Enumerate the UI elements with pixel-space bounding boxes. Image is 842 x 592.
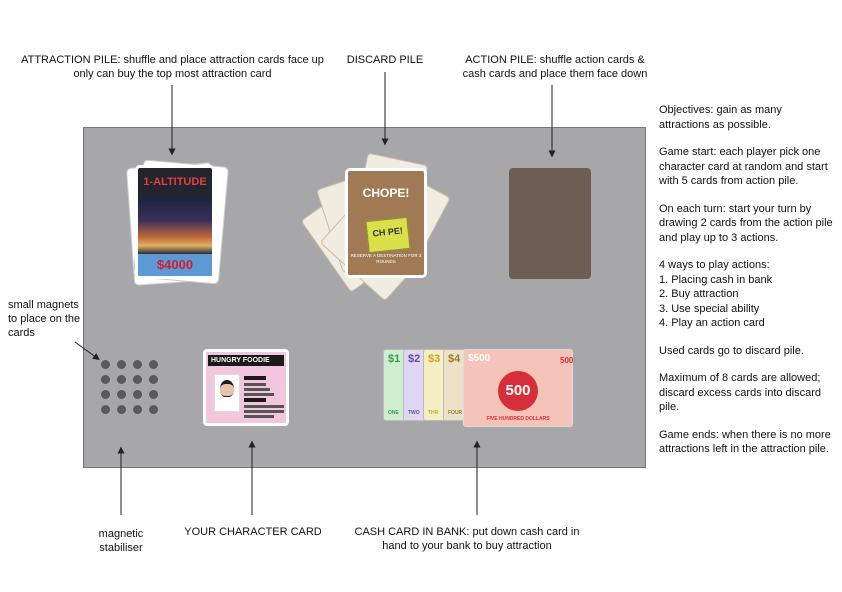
way-item: 4. Play an action card: [659, 317, 765, 329]
cash-card-value: $4: [448, 353, 461, 365]
magnet: [133, 390, 142, 399]
magnet: [101, 405, 110, 414]
character-card-label: YOUR CHARACTER CARD: [184, 526, 322, 538]
magnet: [149, 375, 158, 384]
magnet: [133, 405, 142, 414]
character-card[interactable]: HUNGRY FOODIE: [203, 349, 289, 426]
text-line: [244, 405, 284, 408]
cash-card-word: THR: [428, 410, 439, 416]
text-line: [244, 393, 274, 396]
arrow-magnets: [74, 341, 100, 361]
used-cards-text: Used cards go to discard pile.: [659, 344, 804, 357]
magnet: [117, 375, 126, 384]
discard-card-footer: RESERVE A DESTINATION FOR 3 ROUNDS: [350, 253, 422, 264]
magnet: [117, 360, 126, 369]
action-pile-label: ACTION PILE: shuffle action cards & cash…: [462, 54, 648, 80]
magnet: [117, 390, 126, 399]
way-item: 2. Buy attraction: [659, 288, 739, 300]
cash-card-word: ONE: [388, 410, 399, 416]
maximum-text: Maximum of 8 cards are allowed; discard …: [659, 372, 822, 413]
cash-card-value: $500: [468, 353, 491, 364]
cash-card-big-number: 500: [498, 371, 538, 411]
magnet: [149, 390, 158, 399]
special-attraction-tag: [244, 376, 266, 380]
magnet: [101, 360, 110, 369]
cash-card-word: FIVE HUNDRED DOLLARS: [486, 416, 550, 422]
magnet: [133, 375, 142, 384]
attraction-pile-label: ATTRACTION PILE: shuffle and place attra…: [21, 54, 324, 80]
ways-title: 4 ways to play actions:: [659, 259, 770, 271]
character-card-name: HUNGRY FOODIE: [208, 355, 284, 366]
magnet: [149, 405, 158, 414]
text-line: [244, 383, 266, 386]
magnet: [101, 390, 110, 399]
objectives-text: Objectives: gain as many attractions as …: [659, 104, 782, 131]
magnet: [101, 375, 110, 384]
attraction-card-price: $4000: [138, 254, 212, 276]
special-effect-tag: [244, 398, 266, 402]
attraction-card-title: 1-ALTITUDE: [143, 176, 207, 188]
cash-card-word: FOUR: [448, 410, 463, 416]
cash-card-value: $1: [388, 353, 401, 365]
cash-card-value: $3: [428, 353, 441, 365]
cash-card-value: $2: [408, 353, 421, 365]
ways-list: 4 ways to play actions: 1. Placing cash …: [659, 258, 834, 331]
instructions-panel: Objectives: gain as many attractions as …: [659, 103, 834, 470]
cash-card-label: CASH CARD IN BANK: put down cash card in…: [354, 526, 580, 552]
way-item: 1. Placing cash in bank: [659, 273, 773, 286]
way-item: 3. Use special ability: [659, 302, 760, 315]
text-line: [244, 410, 284, 413]
attraction-card-image: [138, 198, 212, 254]
attraction-card[interactable]: 1-ALTITUDE $4000: [135, 165, 215, 279]
text-line: [244, 415, 274, 418]
text-line: [244, 388, 270, 391]
cash-card-word: TWO: [408, 410, 420, 416]
magnet: [117, 405, 126, 414]
action-pile-card[interactable]: [509, 168, 591, 279]
small-magnets-label: small magnets to place on the cards: [8, 299, 81, 339]
magnetic-stabiliser-label: magnetic stabiliser: [98, 528, 144, 554]
magnet: [149, 360, 158, 369]
discard-card-title: CHOPE!: [362, 186, 410, 200]
discard-pile-label: DISCARD PILE: [346, 54, 424, 66]
character-portrait: [214, 374, 240, 412]
game-start-text: Game start: each player pick one charact…: [659, 146, 828, 187]
magnet: [133, 360, 142, 369]
each-turn-text: On each turn: start your turn by drawing…: [659, 202, 833, 244]
game-ends-text: Game ends: when there is no more attract…: [659, 428, 831, 456]
discard-card-top[interactable]: CHOPE! CH PE! RESERVE A DESTINATION FOR …: [345, 168, 427, 278]
cash-card-500[interactable]: $500 500 500 FIVE HUNDRED DOLLARS: [463, 349, 573, 427]
